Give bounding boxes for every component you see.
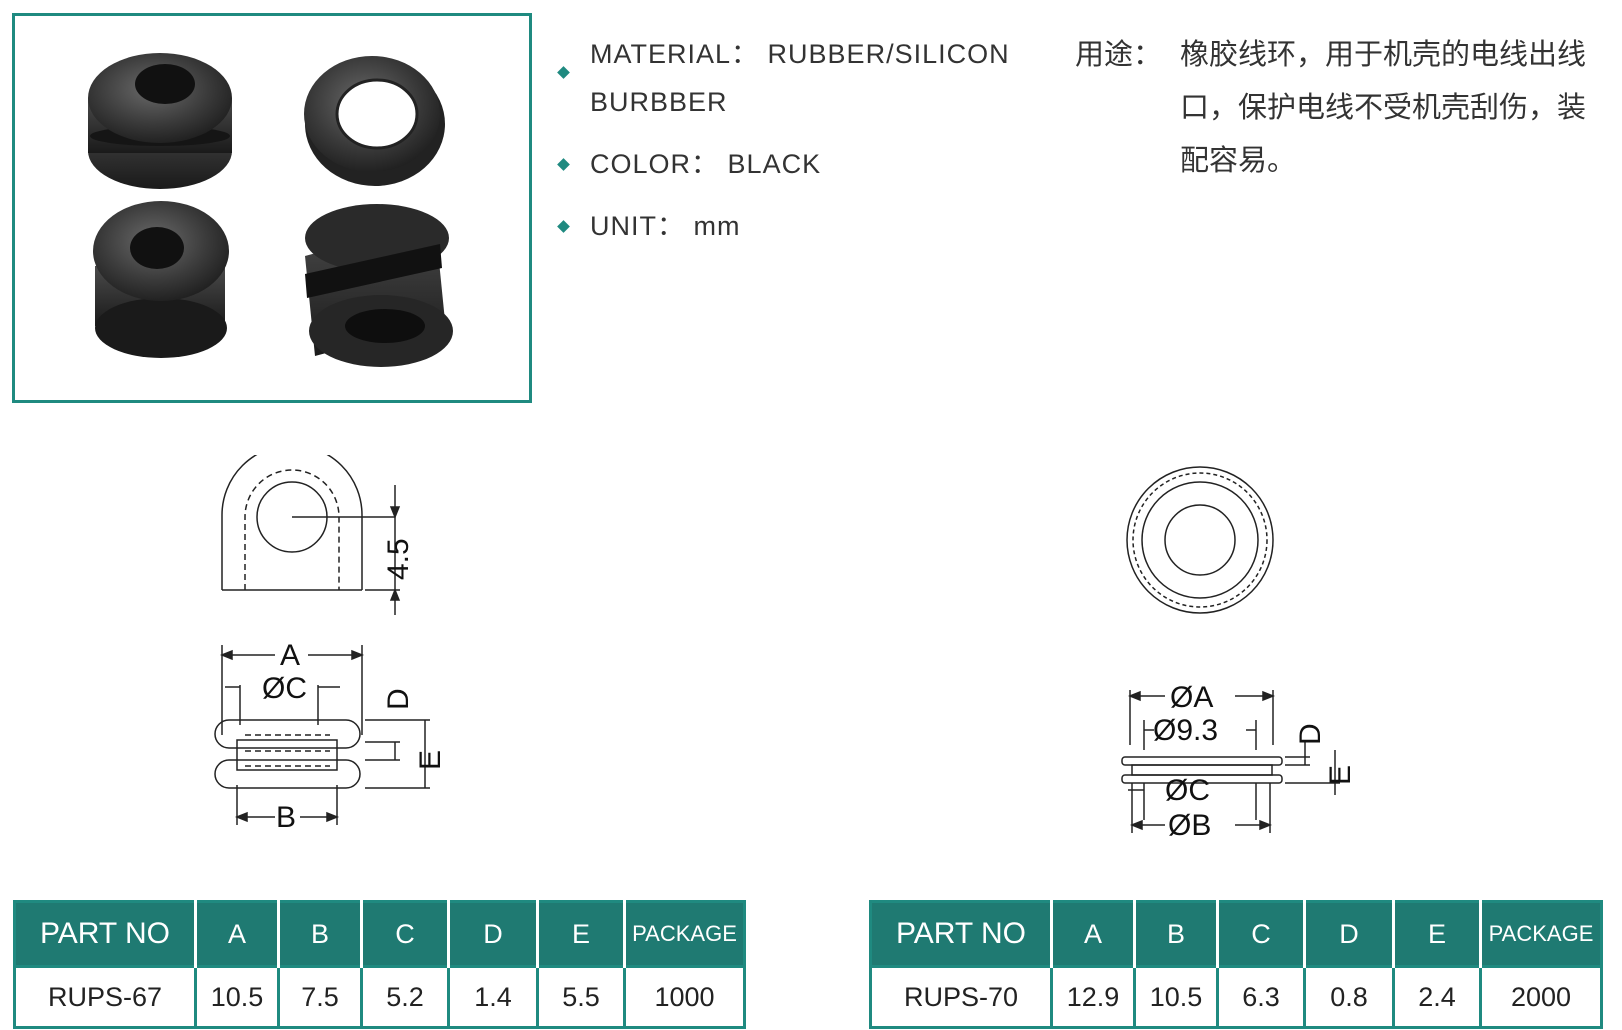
- cell-c: 6.3: [1216, 966, 1306, 1029]
- col-part-no: PART NO: [870, 901, 1053, 967]
- dim-b: ØB: [1168, 809, 1211, 842]
- col-e: E: [1393, 901, 1482, 967]
- col-part-no: PART NO: [14, 901, 197, 967]
- bullet-icon: [557, 66, 570, 79]
- color-value: BLACK: [727, 149, 822, 179]
- dim-d: D: [382, 688, 415, 710]
- cell-package: 2000: [1479, 966, 1603, 1029]
- material-label: MATERIAL：: [590, 39, 760, 69]
- material-value: RUBBER/SILICON: [767, 39, 1010, 69]
- material-value-2: BURBBER: [590, 87, 728, 117]
- spec-table-rups-70: PART NO A B C D E PACKAGE RUPS-70 12.9 1…: [869, 900, 1603, 1029]
- spec-unit: UNIT： mm: [555, 202, 1015, 250]
- usage-text: 橡胶线环，用于机壳的电线出线口，保护电线不受机壳刮伤，装配容易。: [1180, 37, 1587, 177]
- dim-4-5: 4.5: [382, 538, 415, 580]
- dim-c: ØC: [1165, 774, 1210, 807]
- cell-d: 1.4: [447, 966, 539, 1029]
- unit-label: UNIT：: [590, 211, 685, 241]
- grommet-4: [305, 204, 453, 367]
- dim-d: D: [1294, 723, 1327, 745]
- dim-a: ØA: [1170, 681, 1213, 714]
- grommets-image: [88, 53, 453, 367]
- cell-a: 10.5: [194, 966, 280, 1029]
- table-row: RUPS-67 10.5 7.5 5.2 1.4 5.5 1000: [13, 966, 746, 1029]
- bullet-icon: [557, 220, 570, 233]
- grommet-3: [93, 201, 229, 358]
- table-row: RUPS-70 12.9 10.5 6.3 0.8 2.4 2000: [869, 966, 1603, 1029]
- col-d: D: [448, 901, 539, 967]
- unit-value: mm: [693, 211, 741, 241]
- bullet-icon: [557, 158, 570, 171]
- cell-package: 1000: [623, 966, 746, 1029]
- cell-part-no: RUPS-67: [13, 966, 197, 1029]
- col-a: A: [195, 901, 280, 967]
- spec-material: MATERIAL： RUBBER/SILICON BURBBER: [555, 30, 1015, 126]
- col-c: C: [361, 901, 450, 967]
- cell-b: 10.5: [1133, 966, 1219, 1029]
- dim-b: B: [276, 801, 296, 834]
- col-b: B: [278, 901, 363, 967]
- product-photo: [12, 13, 532, 403]
- dim-e: E: [414, 750, 447, 770]
- col-d: D: [1304, 901, 1395, 967]
- cell-d: 0.8: [1303, 966, 1395, 1029]
- dim-c: ØC: [262, 672, 307, 705]
- dim-e: E: [1324, 765, 1357, 785]
- col-b: B: [1134, 901, 1219, 967]
- col-package: PACKAGE: [1480, 901, 1602, 967]
- cell-c: 5.2: [360, 966, 450, 1029]
- dim-9-3: Ø9.3: [1153, 714, 1218, 747]
- table-header-row: PART NO A B C D E PACKAGE: [870, 901, 1602, 967]
- table-header-row: PART NO A B C D E PACKAGE: [14, 901, 745, 967]
- cell-e: 2.4: [1392, 966, 1482, 1029]
- dim-a: A: [280, 639, 300, 672]
- drawing-rups-67: 4.5 A ØC B D E: [200, 455, 460, 875]
- col-e: E: [537, 901, 626, 967]
- spec-table-rups-67: PART NO A B C D E PACKAGE RUPS-67 10.5 7…: [13, 900, 746, 1029]
- usage-label: 用途：: [1075, 37, 1163, 71]
- spec-list: MATERIAL： RUBBER/SILICON BURBBER COLOR： …: [555, 30, 1015, 264]
- col-a: A: [1051, 901, 1136, 967]
- grommet-1: [88, 53, 232, 189]
- col-package: PACKAGE: [624, 901, 745, 967]
- cell-b: 7.5: [277, 966, 363, 1029]
- cell-e: 5.5: [536, 966, 626, 1029]
- drawing-rups-70: ØA Ø9.3 ØC ØB D E: [1110, 455, 1370, 875]
- col-c: C: [1217, 901, 1306, 967]
- color-label: COLOR：: [590, 149, 720, 179]
- spec-color: COLOR： BLACK: [555, 140, 1015, 188]
- grommet-2: [304, 56, 445, 186]
- cell-a: 12.9: [1050, 966, 1136, 1029]
- cell-part-no: RUPS-70: [869, 966, 1053, 1029]
